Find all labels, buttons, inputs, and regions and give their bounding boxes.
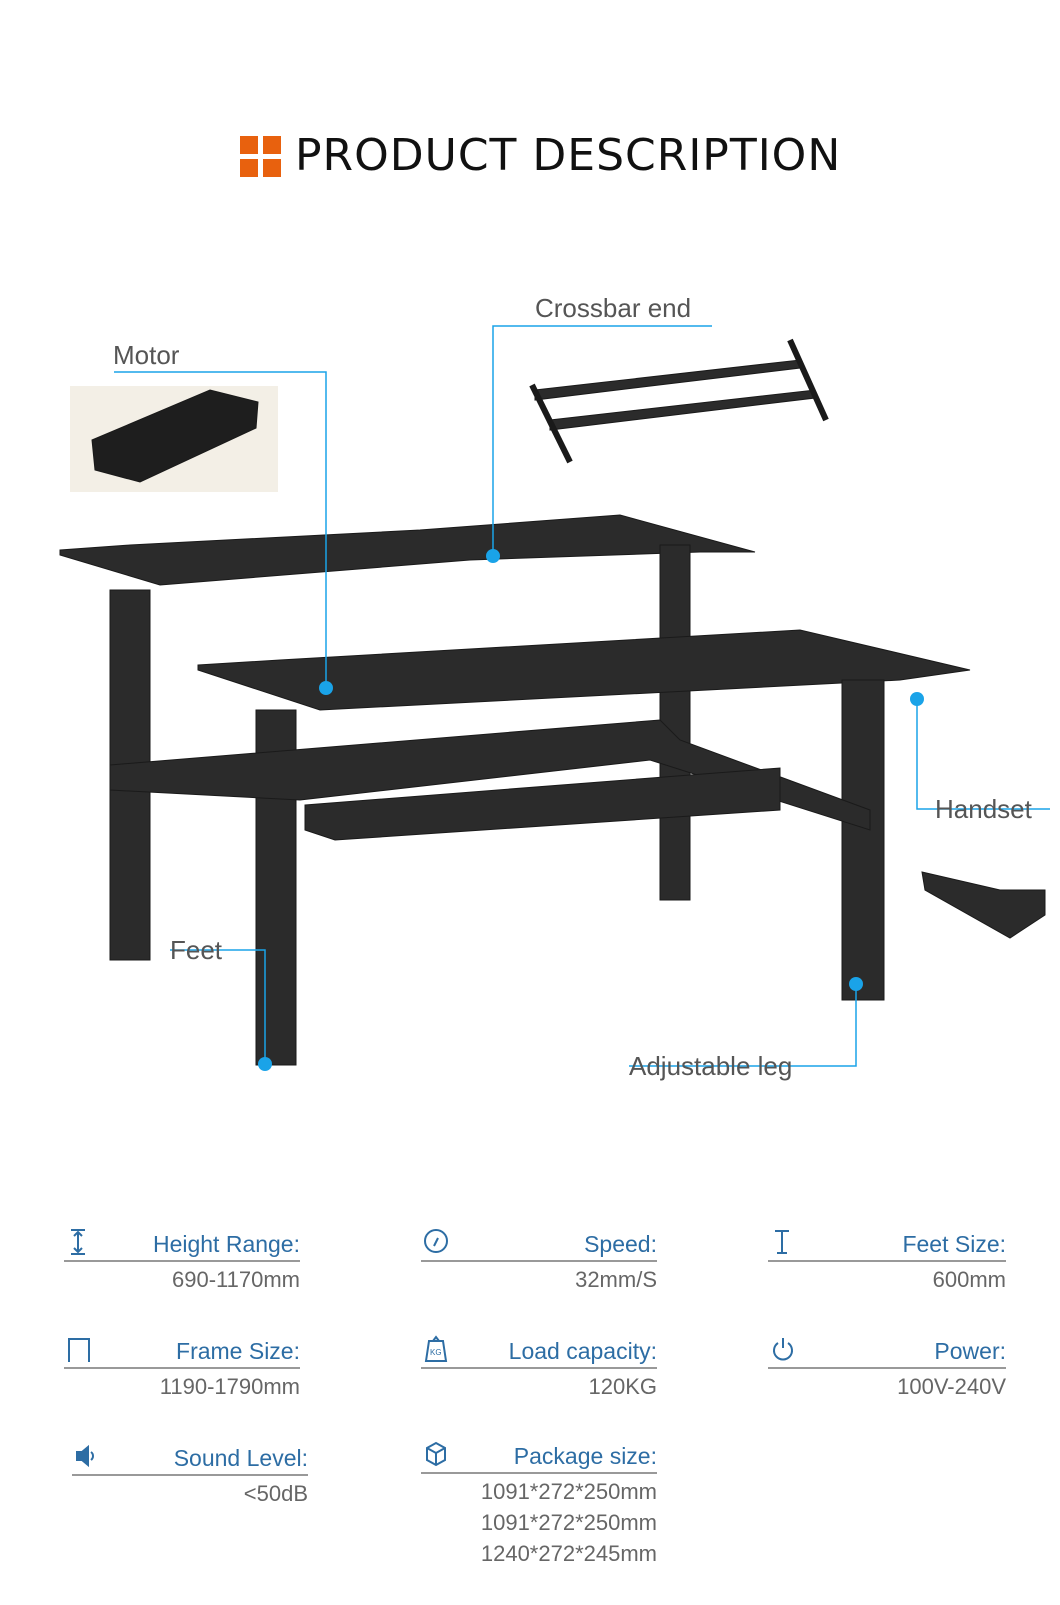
frame-icon (68, 1338, 90, 1362)
package-box-icon (426, 1441, 446, 1467)
power-icon (773, 1338, 793, 1361)
callout-motor: Motor (113, 340, 180, 370)
weight-kg-icon: KG (424, 1335, 448, 1362)
speaker-icon (76, 1444, 94, 1468)
callout-adjustable-leg: Adjustable leg (629, 1051, 793, 1081)
page-title: PRODUCT DESCRIPTION (295, 130, 842, 181)
height-arrows-icon (71, 1229, 85, 1255)
callout-crossbar-end: Crossbar end (535, 293, 692, 323)
i-beam-icon (775, 1230, 789, 1254)
brand-logo-icon (240, 136, 282, 178)
speedometer-icon (424, 1229, 448, 1253)
callout-handset: Handset (935, 794, 1032, 824)
desk-frame-illustration (59, 325, 1050, 1071)
svg-text:KG: KG (430, 1348, 442, 1357)
callout-feet: Feet (170, 935, 223, 965)
